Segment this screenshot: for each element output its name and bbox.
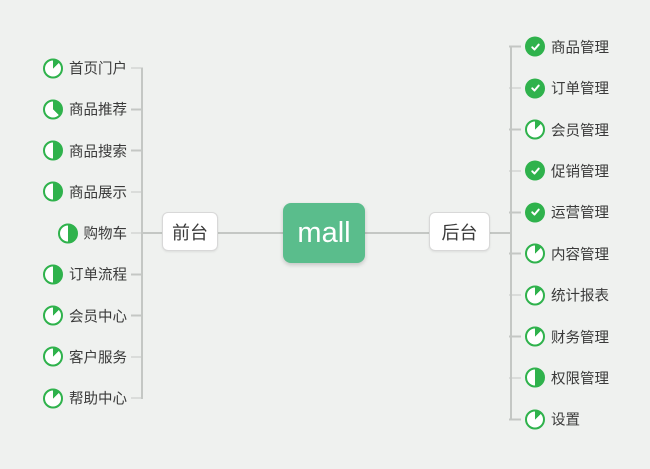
topic-node[interactable]: 订单流程	[43, 264, 143, 285]
topic-node[interactable]: 会员管理	[509, 119, 609, 140]
progress-pie-icon	[43, 181, 63, 202]
topic-label: 订单管理	[551, 81, 609, 98]
topic-node[interactable]: 会员中心	[43, 305, 143, 326]
connector-tick	[509, 335, 521, 338]
connector-tick	[131, 232, 143, 234]
topic-label: 运营管理	[551, 205, 609, 222]
progress-pie-icon	[43, 305, 63, 326]
topic-label: 客户服务	[69, 350, 127, 367]
check-done-icon	[525, 36, 545, 57]
progress-pie-icon	[525, 326, 545, 347]
topic-node[interactable]: 促销管理	[509, 160, 609, 181]
topic-label: 帮助中心	[69, 391, 127, 408]
topic-node[interactable]: 客户服务	[43, 346, 143, 367]
progress-pie-icon	[43, 58, 63, 78]
progress-pie-icon	[525, 119, 545, 140]
topic-label: 会员管理	[551, 123, 609, 139]
progress-pie-icon	[43, 264, 63, 285]
topic-node[interactable]: 商品展示	[43, 181, 143, 202]
topic-node[interactable]: 财务管理	[509, 326, 609, 347]
connector-tick	[509, 418, 521, 421]
connector-tick	[131, 149, 143, 152]
progress-pie-icon	[525, 285, 545, 306]
connector-tick	[131, 314, 143, 317]
topic-node[interactable]: 购物车	[57, 223, 143, 244]
connector-tick	[509, 170, 521, 172]
connector-tick	[509, 45, 521, 48]
connector-tick	[131, 273, 143, 275]
connector-tick	[131, 108, 143, 110]
topic-node[interactable]: 商品推荐	[43, 99, 143, 120]
root-node-mall[interactable]: mall	[283, 203, 365, 263]
topic-label: 首页门户	[69, 61, 127, 78]
check-glyph	[530, 43, 540, 51]
connector-tick	[131, 397, 143, 399]
topic-label: 设置	[551, 412, 580, 429]
check-done-icon	[525, 78, 545, 99]
branch-node-backend[interactable]: 后台	[429, 212, 490, 251]
progress-pie-icon	[43, 388, 63, 408]
topic-node[interactable]: 帮助中心	[43, 388, 143, 409]
connector-tick	[131, 356, 143, 358]
topic-label: 购物车	[83, 226, 128, 243]
connector-tick	[509, 252, 521, 255]
topic-node[interactable]: 权限管理	[509, 367, 609, 388]
topic-node[interactable]: 商品管理	[509, 36, 609, 57]
topic-node[interactable]: 商品搜索	[43, 140, 143, 161]
check-done-icon	[525, 160, 545, 181]
connector-tick	[509, 211, 521, 214]
connector-tick	[131, 67, 143, 69]
topic-node[interactable]: 运营管理	[509, 202, 609, 223]
connector-tick	[509, 294, 521, 296]
progress-pie-icon	[525, 243, 545, 264]
topic-node[interactable]: 内容管理	[509, 243, 609, 264]
check-glyph	[530, 208, 540, 216]
progress-pie-icon	[43, 140, 63, 161]
topic-label: 内容管理	[551, 247, 609, 264]
topic-label: 商品推荐	[69, 102, 127, 119]
check-done-icon	[525, 202, 545, 223]
topic-node[interactable]: 首页门户	[43, 58, 143, 79]
progress-pie-icon	[43, 346, 63, 367]
branch-node-frontend[interactable]: 前台	[162, 212, 218, 251]
progress-pie-icon	[57, 223, 78, 243]
topic-label: 订单流程	[69, 267, 127, 284]
topic-node[interactable]: 订单管理	[509, 78, 609, 99]
progress-pie-icon	[525, 409, 545, 430]
connector-tick	[131, 191, 143, 193]
progress-pie-icon	[43, 99, 63, 120]
connector-tick	[509, 128, 521, 131]
topic-label: 统计报表	[551, 288, 609, 305]
progress-pie-icon	[525, 367, 545, 388]
connector-tick	[509, 87, 521, 89]
topic-label: 权限管理	[551, 371, 609, 388]
topic-label: 财务管理	[551, 330, 609, 346]
topic-label: 商品展示	[69, 185, 127, 202]
topic-label: 商品管理	[551, 40, 609, 57]
topic-label: 会员中心	[69, 309, 127, 325]
topic-node[interactable]: 统计报表	[509, 285, 609, 306]
topic-node[interactable]: 设置	[509, 409, 580, 430]
connector-tick	[509, 377, 521, 379]
check-glyph	[530, 84, 540, 92]
check-glyph	[530, 167, 540, 175]
topic-label: 促销管理	[551, 164, 609, 181]
topic-label: 商品搜索	[69, 144, 127, 160]
